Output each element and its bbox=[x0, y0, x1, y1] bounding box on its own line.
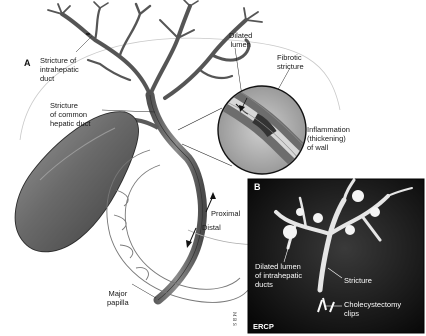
magnified-inset bbox=[215, 86, 315, 174]
label-cholecystectomy-clips: Cholecystectomy clips bbox=[344, 300, 401, 318]
gallbladder bbox=[15, 112, 138, 252]
label-ercp: ERCP bbox=[253, 322, 274, 331]
label-proximal: Proximal bbox=[211, 209, 240, 218]
label-fibrotic-stricture: Fibrotic stricture bbox=[277, 53, 304, 71]
label-inflammation: Inflammation (thickening) of wall bbox=[307, 125, 350, 152]
label-stricture-intrahepatic: Stricture of intrahepatic duct bbox=[40, 56, 79, 83]
label-stricture: Stricture bbox=[344, 276, 372, 285]
label-stricture-common-hepatic: Stricture of common hepatic duct bbox=[50, 101, 90, 128]
label-dilated-lumen: Dilated lumen bbox=[229, 31, 252, 49]
label-distal: Distal bbox=[202, 223, 221, 232]
artist-signature: M B S bbox=[231, 312, 236, 326]
label-major-papilla: Major papilla bbox=[107, 289, 129, 307]
intrahepatic-ducts bbox=[48, 0, 262, 98]
panel-a-letter: A bbox=[24, 58, 31, 68]
panel-b-letter: B bbox=[254, 182, 261, 192]
label-dilated-lumen-intrahepatic: Dilated lumen of intrahepatic ducts bbox=[255, 262, 302, 289]
